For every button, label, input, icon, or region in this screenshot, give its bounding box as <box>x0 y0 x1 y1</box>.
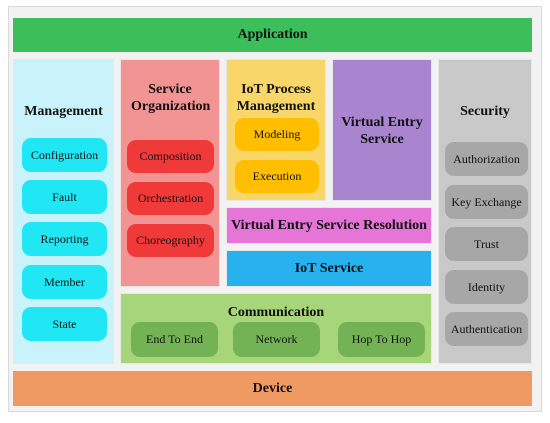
service-organization-title: Service Organization <box>131 82 211 114</box>
communication-item-network: Network <box>233 322 320 357</box>
device-layer: Device <box>13 371 532 406</box>
virtual-entry-service-title: Virtual Entry Service <box>341 115 423 147</box>
communication-item-end-to-end: End To End <box>131 322 218 357</box>
service-org-item-composition: Composition <box>127 140 214 173</box>
virtual-entry-resolution-label: Virtual Entry Service Resolution <box>231 217 427 233</box>
application-layer: Application <box>13 18 532 52</box>
service-org-item-choreography: Choreography <box>127 224 214 257</box>
security-item-trust: Trust <box>445 227 528 261</box>
iot-service-layer: IoT Service <box>226 250 432 287</box>
security-item-authorization: Authorization <box>445 142 528 176</box>
virtual-entry-service-panel: Virtual Entry Service <box>332 59 432 201</box>
management-item-fault: Fault <box>22 180 107 214</box>
communication-title: Communication <box>227 305 325 320</box>
management-item-member: Member <box>22 265 107 299</box>
iot-service-label: IoT Service <box>294 260 364 276</box>
security-item-key-exchange: Key Exchange <box>445 185 528 219</box>
iot-process-title: IoT Process Management <box>236 82 316 114</box>
iot-process-item-execution: Execution <box>235 160 319 193</box>
service-org-item-orchestration: Orchestration <box>127 182 214 215</box>
service-organization-panel: Service Organization Composition Orchest… <box>120 59 220 287</box>
management-item-reporting: Reporting <box>22 222 107 256</box>
management-title: Management <box>24 104 103 119</box>
communication-item-hop-to-hop: Hop To Hop <box>338 322 425 357</box>
virtual-entry-service-resolution: Virtual Entry Service Resolution <box>226 207 432 244</box>
management-panel: Management Configuration Fault Reporting… <box>13 59 114 364</box>
security-item-identity: Identity <box>445 270 528 304</box>
application-label: Application <box>237 27 308 42</box>
security-item-authentication: Authentication <box>445 312 528 346</box>
security-panel: Security Authorization Key Exchange Trus… <box>438 59 532 364</box>
management-item-state: State <box>22 307 107 341</box>
management-item-configuration: Configuration <box>22 138 107 172</box>
iot-process-item-modeling: Modeling <box>235 118 319 151</box>
device-label: Device <box>252 380 293 396</box>
communication-panel: Communication End To End Network Hop To … <box>120 293 432 364</box>
iot-process-management-panel: IoT Process Management Modeling Executio… <box>226 59 326 201</box>
security-title: Security <box>460 104 510 119</box>
